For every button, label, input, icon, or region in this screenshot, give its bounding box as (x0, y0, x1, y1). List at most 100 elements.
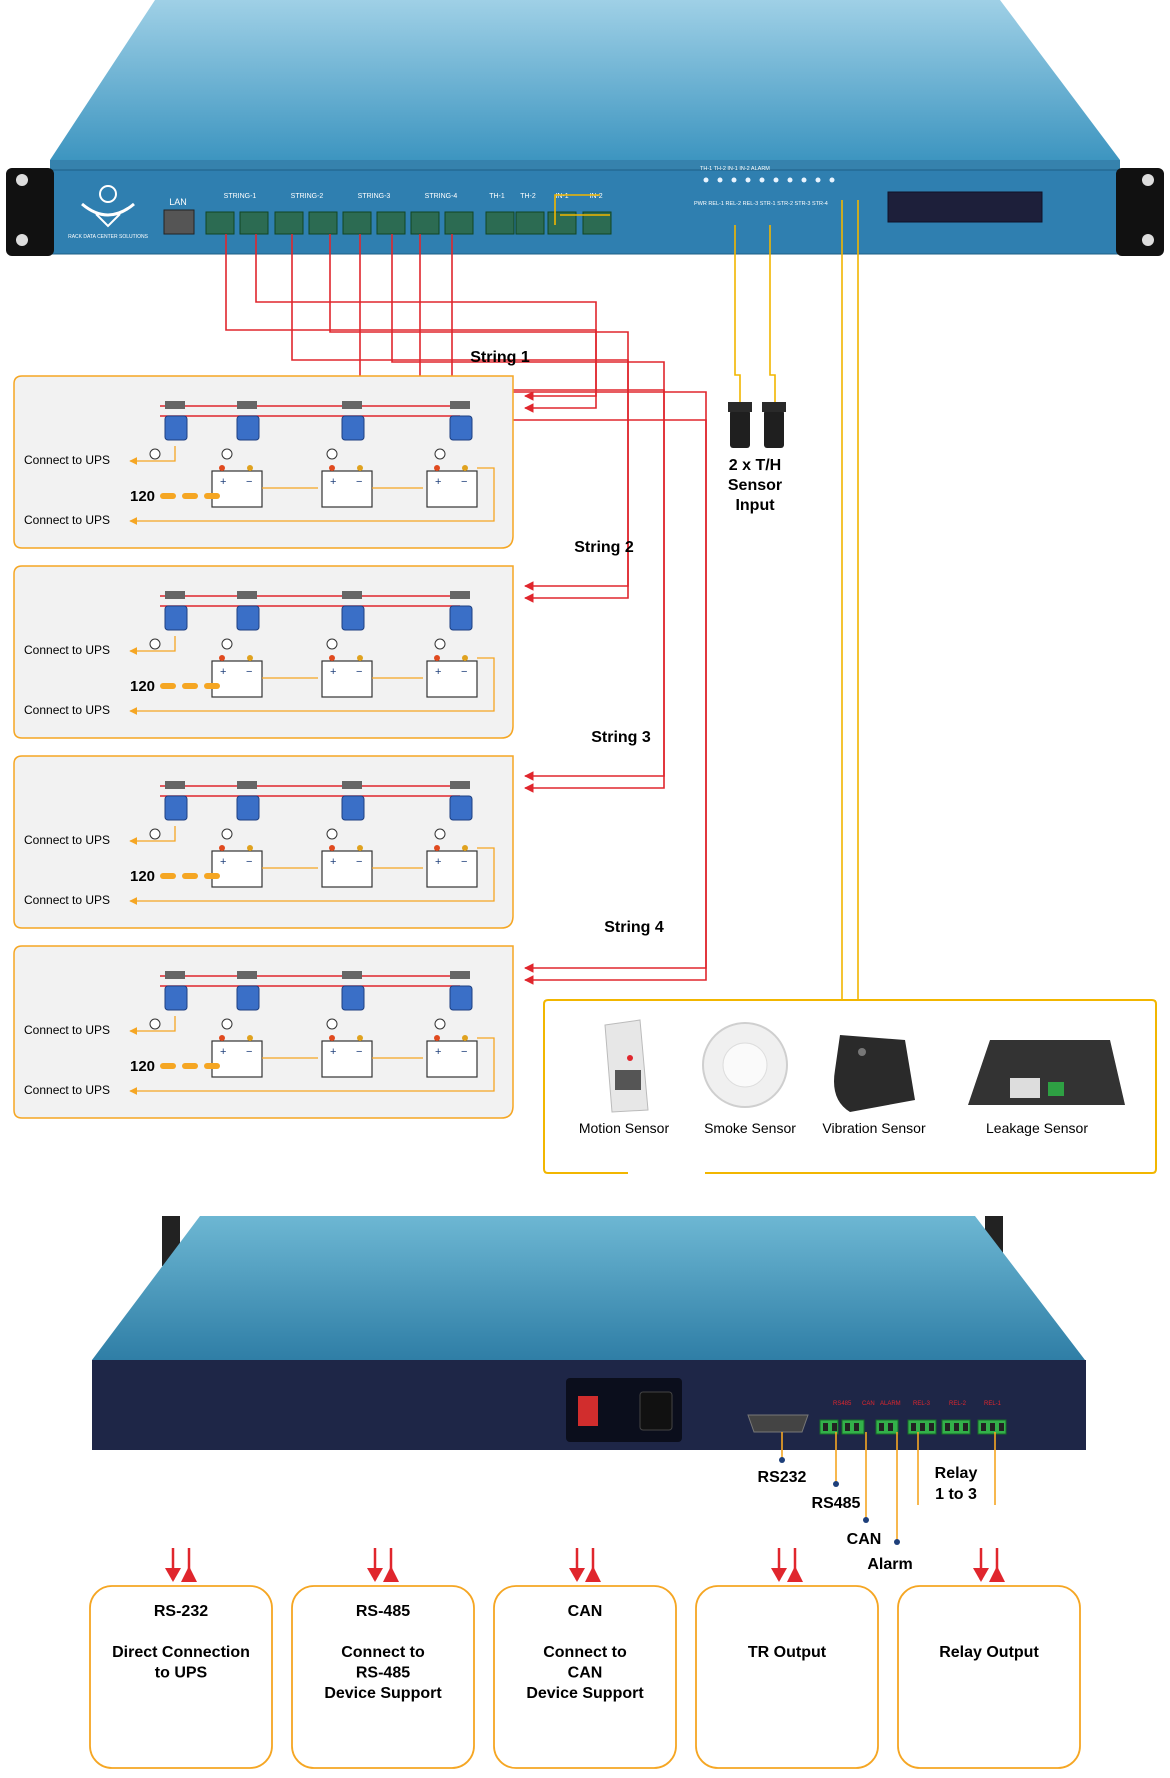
temperature-probe-icon (326, 828, 338, 840)
temperature-probe-icon (434, 1018, 446, 1030)
relay-callout-line-1: Relay (935, 1465, 978, 1482)
svg-text:+: + (220, 666, 226, 678)
battery-icon (321, 850, 373, 888)
interface-box-frame (493, 1585, 677, 1769)
status-led (815, 177, 821, 183)
rs232-callout: RS232 (758, 1469, 807, 1486)
interface-box-frame (695, 1585, 879, 1769)
svg-text:+: + (435, 856, 441, 868)
arrow-up-icon (787, 1566, 803, 1582)
cell-monitor-module (341, 415, 365, 441)
connector-block (237, 401, 257, 409)
svg-text:−: − (356, 856, 362, 868)
svg-text:+: + (435, 666, 441, 678)
svg-text:−: − (461, 856, 467, 868)
smoke-sensor-icon (702, 1022, 788, 1108)
rj45-port[interactable] (444, 211, 474, 235)
lan-port[interactable] (163, 209, 195, 235)
status-led (745, 177, 751, 183)
battery-icon (211, 850, 263, 888)
th-sensor-pair: 2 x T/H Sensor Input (728, 402, 786, 514)
string-4-port-label: STRING-4 (425, 193, 458, 200)
cell-monitor-module (449, 415, 473, 441)
cell-monitor-module (164, 415, 188, 441)
battery-icon (211, 1040, 263, 1078)
rj45-port[interactable] (308, 211, 338, 235)
connector-block (450, 591, 470, 599)
battery-count: 120 (130, 1058, 155, 1075)
status-led (787, 177, 793, 183)
connect-to-ups-top: Connect to UPS (24, 453, 110, 467)
battery-icon (321, 660, 373, 698)
interface-box-text: CAN (568, 1603, 603, 1620)
cell-monitor-module (341, 605, 365, 631)
interface-box-text: CAN (568, 1665, 603, 1682)
rj45-port[interactable] (239, 211, 269, 235)
temperature-probe-icon (221, 448, 233, 460)
rear-chassis (92, 1216, 1086, 1450)
rj45-port[interactable] (485, 211, 515, 235)
temperature-probe-icon (149, 448, 161, 460)
connector-block (342, 591, 362, 599)
string-3-port-label: STRING-3 (358, 193, 391, 200)
interface-box-text: Device Support (324, 1685, 442, 1702)
svg-text:−: − (356, 666, 362, 678)
interface-box-text: Connect to (341, 1644, 425, 1661)
status-led (703, 177, 709, 183)
connector-block (237, 971, 257, 979)
vibration-sensor-icon (834, 1035, 915, 1112)
svg-text:+: + (220, 476, 226, 488)
rj45-port[interactable] (205, 211, 235, 235)
status-led (731, 177, 737, 183)
temperature-probe-icon (149, 828, 161, 840)
temperature-probe-icon (221, 638, 233, 650)
string-1-port-label: STRING-1 (224, 193, 257, 200)
rj45-port[interactable] (515, 211, 545, 235)
battery-count: 120 (130, 868, 155, 885)
arrow-up-icon (181, 1566, 197, 1582)
rj45-port[interactable] (410, 211, 440, 235)
svg-text:−: − (246, 1046, 252, 1058)
rj45-port[interactable] (376, 211, 406, 235)
temperature-probe-icon (326, 638, 338, 650)
rel-2-port-label: REL-2 (949, 1401, 967, 1407)
svg-text:+: + (220, 856, 226, 868)
th-sensor-line-2: Sensor (728, 477, 782, 494)
interface-box-4: TR Output (695, 1548, 879, 1769)
cell-monitor-module (341, 985, 365, 1011)
cell-monitor-module (236, 795, 260, 821)
arrow-up-icon (989, 1566, 1005, 1582)
vibration-sensor-label: Vibration Sensor (822, 1120, 926, 1136)
rj45-port[interactable] (274, 211, 304, 235)
connector-block (165, 591, 185, 599)
connector-block (450, 971, 470, 979)
connect-to-ups-top: Connect to UPS (24, 1023, 110, 1037)
rel-3-port-label: REL-3 (913, 1401, 931, 1407)
battery-icon (321, 470, 373, 508)
cell-monitor-module (449, 985, 473, 1011)
th-sensor-line-1: 2 x T/H (729, 457, 781, 474)
status-led (759, 177, 765, 183)
connector-block (165, 971, 185, 979)
interface-box-text: to UPS (155, 1665, 208, 1682)
interface-box-frame (291, 1585, 475, 1769)
th-sensor-line-3: Input (735, 497, 775, 514)
arrow-down-icon (569, 1568, 585, 1582)
brand-text: RACK DATA CENTER SOLUTIONS (68, 234, 148, 240)
status-led (717, 177, 723, 183)
connector-block (165, 401, 185, 409)
rj45-port[interactable] (582, 211, 612, 235)
svg-text:+: + (330, 856, 336, 868)
connect-to-ups-top: Connect to UPS (24, 643, 110, 657)
rj45-port[interactable] (342, 211, 372, 235)
motion-sensor-label: Motion Sensor (579, 1120, 670, 1136)
battery-icon (321, 1040, 373, 1078)
connector-block (237, 781, 257, 789)
temperature-probe-icon (434, 448, 446, 460)
temperature-probe-icon (149, 1018, 161, 1030)
status-led (829, 177, 835, 183)
